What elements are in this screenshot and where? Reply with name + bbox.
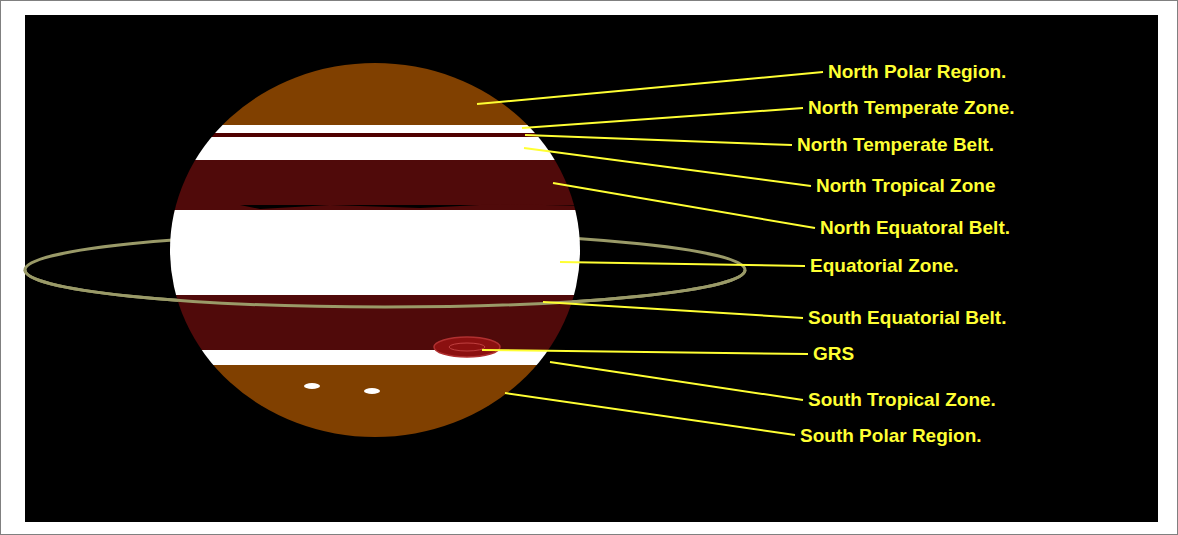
part-label: South Equatorial Belt.	[808, 306, 1006, 330]
leader-line	[505, 393, 795, 435]
white-oval	[364, 388, 380, 394]
space-background	[25, 15, 1158, 522]
planet-bands	[160, 55, 590, 445]
great-red-spot-core	[449, 343, 485, 351]
north-equatorial-belt-band	[160, 160, 590, 205]
part-label: North Temperate Zone.	[808, 96, 1015, 120]
leader-line	[560, 262, 805, 266]
leader-line	[477, 72, 823, 104]
part-label: North Temperate Belt.	[797, 133, 994, 157]
part-label: GRS	[813, 342, 854, 366]
leader-line	[525, 135, 792, 145]
south-polar-band	[160, 365, 590, 445]
part-label: Equatorial Zone.	[810, 254, 959, 278]
great-red-spot	[434, 337, 500, 357]
leader-line	[553, 183, 815, 228]
part-label: North Equatoral Belt.	[820, 216, 1010, 240]
leader-line	[543, 302, 803, 318]
part-label: South Tropical Zone.	[808, 388, 996, 412]
equatorial-zone-band	[160, 210, 590, 295]
leader-line	[524, 148, 811, 186]
leader-line	[482, 350, 808, 354]
ring-front	[25, 270, 745, 307]
white-oval	[304, 383, 320, 389]
north-polar-band	[160, 55, 590, 125]
leader-lines	[477, 72, 823, 435]
part-label: North Tropical Zone	[816, 174, 995, 198]
part-label: South Polar Region.	[800, 424, 982, 448]
leader-line	[550, 362, 803, 400]
leader-line	[522, 108, 803, 128]
south-tropical-zone-band	[160, 350, 590, 365]
part-label: North Polar Region.	[828, 60, 1006, 84]
north-temperate-zone-band	[160, 125, 590, 133]
